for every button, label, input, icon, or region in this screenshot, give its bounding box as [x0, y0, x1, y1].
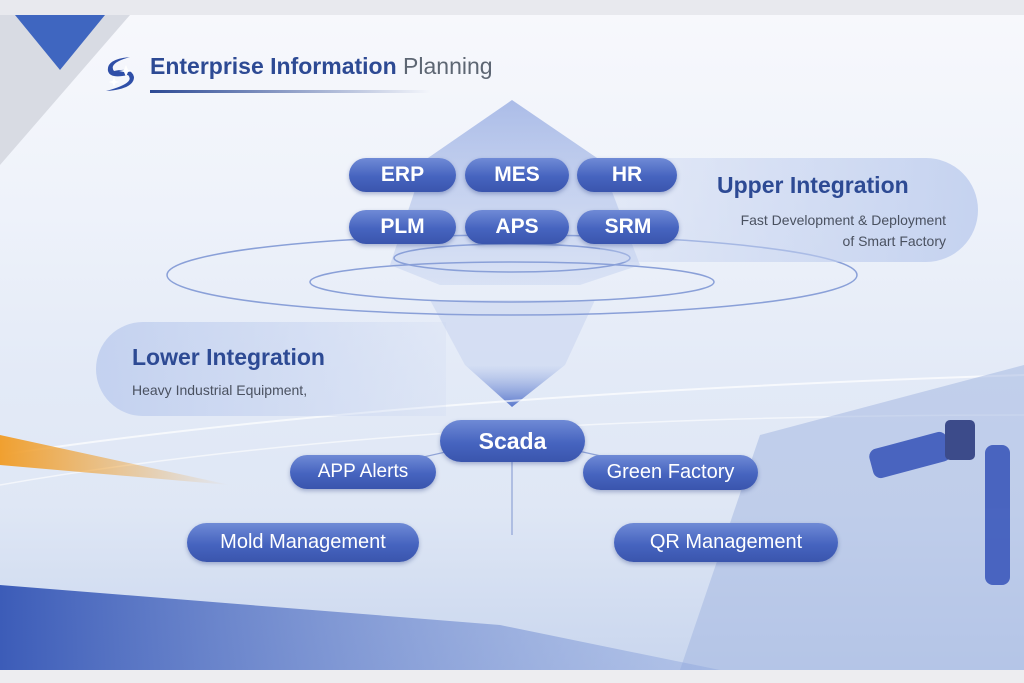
- lower-integration-desc: Heavy Industrial Equipment,: [132, 382, 308, 398]
- module-mold-management[interactable]: Mold Management: [187, 523, 419, 562]
- factory-backdrop: [680, 365, 1024, 670]
- module-app-alerts[interactable]: APP Alerts: [290, 455, 436, 489]
- module-qr-management[interactable]: QR Management: [614, 523, 838, 562]
- upper-desc-line2: of Smart Factory: [842, 233, 946, 249]
- module-mes[interactable]: MES: [465, 158, 569, 192]
- module-erp[interactable]: ERP: [349, 158, 456, 192]
- title-underline: [150, 90, 430, 93]
- up-arrow: [390, 100, 640, 285]
- diagram-canvas: Enterprise Information Planning Upper In…: [0, 15, 1024, 670]
- down-arrow: [465, 365, 565, 407]
- upper-integration-desc: Fast Development & Deployment of Smart F…: [741, 210, 946, 252]
- title-tail: Planning: [403, 53, 493, 79]
- module-green-factory[interactable]: Green Factory: [583, 455, 758, 490]
- module-scada[interactable]: Scada: [440, 420, 585, 462]
- page-title: Enterprise Information Planning: [150, 53, 493, 80]
- lower-integration-panel: Lower Integration Heavy Industrial Equip…: [96, 322, 446, 416]
- robot-arm: [869, 420, 1010, 585]
- logo-icon: [100, 53, 140, 97]
- corner-shape: [0, 15, 130, 165]
- corner-triangle: [15, 15, 105, 70]
- orbit-ring: [309, 261, 715, 303]
- upper-desc-line1: Fast Development & Deployment: [740, 212, 946, 228]
- bottom-band: [0, 585, 720, 670]
- module-plm[interactable]: PLM: [349, 210, 456, 244]
- upper-integration-title: Upper Integration: [717, 172, 909, 198]
- orange-stripe: [0, 435, 230, 485]
- module-srm[interactable]: SRM: [577, 210, 679, 244]
- lower-integration-title: Lower Integration: [132, 344, 325, 370]
- bottom-margin: [0, 670, 1024, 683]
- background-graphics: [0, 15, 1024, 670]
- funnel: [430, 300, 595, 365]
- module-hr[interactable]: HR: [577, 158, 677, 192]
- module-aps[interactable]: APS: [465, 210, 569, 244]
- title-main: Enterprise Information: [150, 53, 397, 79]
